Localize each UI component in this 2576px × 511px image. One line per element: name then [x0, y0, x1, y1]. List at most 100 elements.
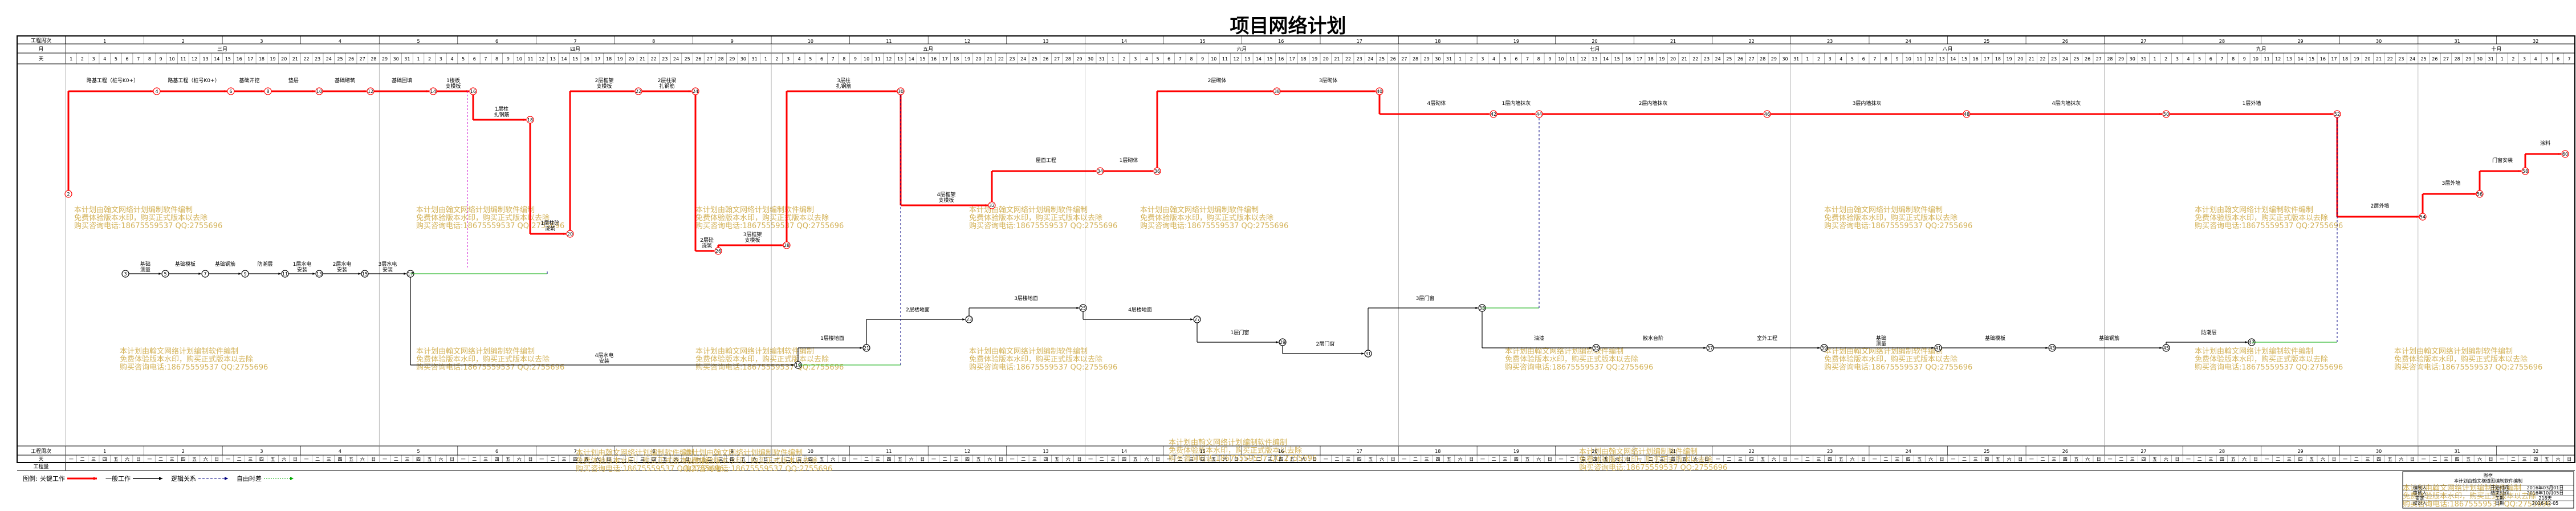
- event-node-number: 17: [408, 271, 413, 277]
- event-node: [2476, 190, 2484, 198]
- day-number: 29: [729, 56, 735, 62]
- weekday-name: 四: [1592, 457, 1597, 462]
- event-node-number: 60: [2562, 152, 2568, 157]
- weekday-name: 六: [204, 456, 208, 462]
- watermark-text: 本计划由翰文网络计划编制软件编制: [1579, 447, 1698, 456]
- critical-activity-label: 3层柱扎钢筋: [836, 77, 851, 90]
- normal-activity-arrow-head: [791, 364, 794, 366]
- weekday-name: 六: [1536, 456, 1541, 462]
- event-node: [714, 247, 722, 255]
- day-number: 14: [1603, 56, 1609, 62]
- day-number: 21: [2376, 56, 2382, 62]
- weekday-name: 日: [1469, 457, 1474, 462]
- event-node-number: 13: [316, 271, 322, 277]
- day-number: 28: [1760, 56, 1765, 62]
- normal-activity-arrow-head: [1703, 347, 1706, 349]
- day-number: 30: [740, 56, 746, 62]
- weekday-name: 四: [416, 457, 421, 462]
- weekday-name: 日: [1077, 457, 1081, 462]
- weekday-name: 日: [2489, 457, 2493, 462]
- info-row-key: 工期: [2495, 496, 2504, 501]
- day-number: 24: [1368, 56, 1373, 62]
- day-number: 6: [473, 56, 476, 62]
- normal-activity-label: 3层门窗: [1416, 295, 1435, 302]
- weekday-name: 二: [1100, 457, 1104, 462]
- day-number: 25: [1379, 56, 1385, 62]
- weekday-name: 四: [1906, 457, 1911, 462]
- day-number: 18: [1300, 56, 1306, 62]
- watermark-text: 购买咨询电话:18675559537 QQ:2755696: [576, 464, 724, 473]
- month-name: 五月: [923, 46, 933, 52]
- day-number: 30: [1782, 56, 1788, 62]
- day-number: 12: [886, 56, 892, 62]
- event-node: [2048, 344, 2056, 352]
- weekday-name: 三: [91, 457, 96, 462]
- day-number: 7: [2568, 56, 2571, 62]
- day-number: 17: [247, 56, 253, 62]
- event-node-number: 21: [864, 346, 869, 351]
- weekday-name: 五: [1760, 457, 1765, 462]
- week-number-footer: 28: [2219, 449, 2225, 454]
- day-number: 11: [180, 56, 186, 62]
- event-node-number: 18: [527, 117, 533, 123]
- week-number: 2: [182, 39, 185, 44]
- header-month-label: 月: [38, 46, 43, 52]
- day-number: 18: [1995, 56, 2001, 62]
- legend-arrowhead: [290, 477, 294, 480]
- normal-activity-arrow-head: [278, 273, 281, 275]
- day-number: 21: [1682, 56, 1687, 62]
- day-number: 21: [1334, 56, 1340, 62]
- weekday-name: 三: [1425, 457, 1429, 462]
- weekday-name: 五: [2074, 457, 2078, 462]
- weekday-name: 四: [495, 457, 499, 462]
- day-number: 8: [843, 56, 845, 62]
- event-node-number: 30: [898, 89, 904, 94]
- week-number: 31: [2455, 39, 2460, 44]
- weekday-name: 六: [2477, 456, 2482, 462]
- normal-activity-arrow-head: [1589, 347, 1592, 349]
- day-number: 23: [1357, 56, 1362, 62]
- day-number: 3: [1481, 56, 1484, 62]
- normal-activity-label: 3层楼地面: [1014, 295, 1038, 302]
- weekday-name: 二: [2354, 457, 2359, 462]
- event-node: [153, 87, 161, 95]
- day-number: 13: [550, 56, 556, 62]
- event-node-number: 35: [1593, 346, 1599, 351]
- weekday-name: 日: [2097, 457, 2101, 462]
- normal-activity-label: 防潮层: [2201, 329, 2216, 336]
- event-node-number: 5: [164, 271, 166, 277]
- outer-border: [17, 35, 2575, 463]
- event-node-number: 20: [567, 232, 573, 237]
- event-node-number: 43: [2049, 346, 2055, 351]
- event-node: [862, 344, 870, 352]
- day-number: 11: [1569, 56, 1575, 62]
- day-number: 15: [1961, 56, 1967, 62]
- normal-activity-arrow-head: [2245, 341, 2248, 343]
- weekday-name: 一: [2422, 457, 2426, 462]
- normal-activity-arrow-head: [1931, 347, 1934, 349]
- week-number-footer: 9: [731, 449, 734, 454]
- event-node-number: 42: [1491, 112, 1496, 117]
- watermark-text: 免费体验版本水印，购买正式版本以去除: [416, 213, 550, 222]
- normal-activity-label: 油漆: [1534, 335, 1544, 342]
- critical-activity-label: 路基工程（桩号K0+）: [168, 77, 219, 84]
- day-number: 22: [1345, 56, 1351, 62]
- watermark-text: 本计划由翰文网络计划编制软件编制: [1824, 347, 1943, 356]
- day-number: 22: [303, 56, 309, 62]
- weekday-name: 二: [2041, 457, 2045, 462]
- critical-activity-arrow-head: [780, 244, 783, 246]
- weekday-name: 五: [2388, 457, 2392, 462]
- day-number: 21: [987, 56, 992, 62]
- weekday-name: 一: [2107, 457, 2112, 462]
- week-number: 29: [2297, 39, 2303, 44]
- week-number-footer: 20: [1592, 449, 1597, 454]
- weekday-name: 四: [1435, 457, 1440, 462]
- day-number: 23: [2051, 56, 2057, 62]
- critical-activity-arrow-head: [1373, 90, 1376, 92]
- weekday-name: 二: [2119, 457, 2123, 462]
- weekday-name: 三: [483, 457, 488, 462]
- day-number: 6: [126, 56, 129, 62]
- header-day-label: 天: [38, 56, 43, 62]
- day-number: 9: [1548, 56, 1551, 62]
